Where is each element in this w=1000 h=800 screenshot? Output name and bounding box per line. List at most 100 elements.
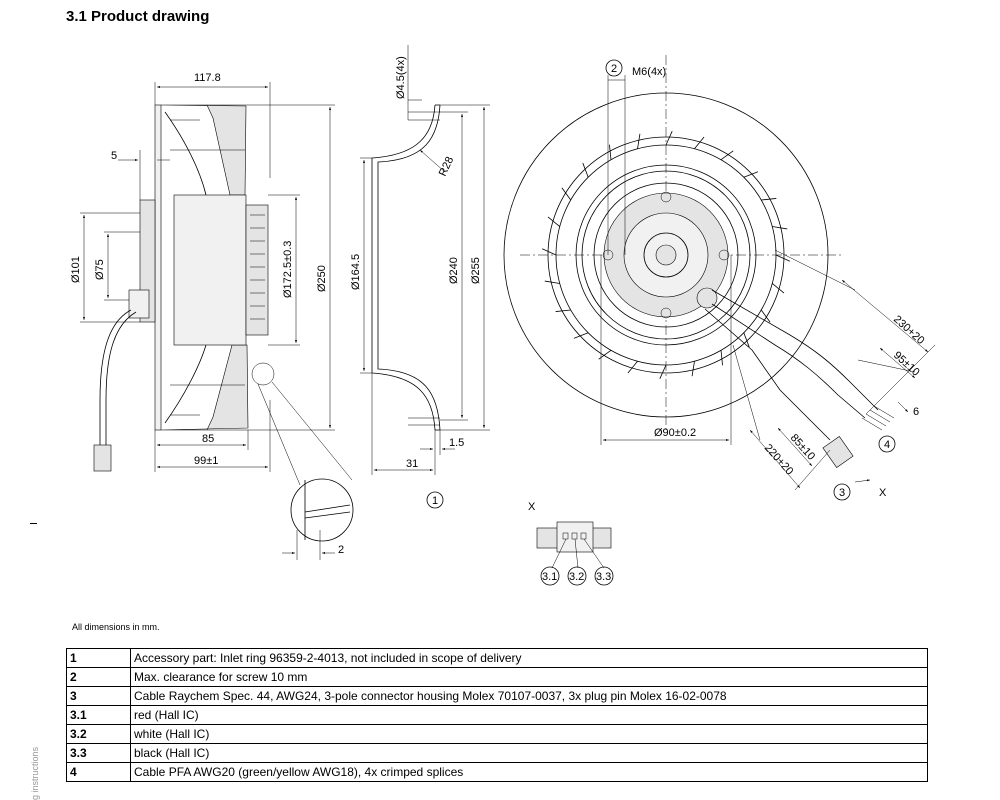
dim-r28: R28	[437, 155, 456, 178]
dim-230: 230+20	[891, 313, 927, 347]
blade-tick	[743, 171, 759, 178]
legend-text: Cable PFA AWG20 (green/yellow AWG18), 4x…	[130, 762, 928, 782]
connector-3	[822, 436, 854, 468]
callout-1: 1	[432, 495, 438, 507]
product-drawing: 117.8 5 Ø101	[70, 45, 936, 586]
blade-tick	[547, 216, 561, 227]
connector-label-x: X	[528, 501, 536, 513]
callout-3-circle	[833, 483, 851, 501]
blade-tick	[760, 309, 771, 323]
blade-tick	[720, 350, 723, 366]
impeller-blade-bottom	[160, 344, 249, 431]
legend-text: Max. clearance for screw 10 mm	[130, 667, 928, 687]
pin-3-1-circle	[540, 566, 560, 586]
legend-key: 3	[66, 686, 131, 706]
dim-m6: M6(4x)	[632, 66, 666, 78]
dim-d255: Ø255	[470, 257, 482, 284]
blade-tick	[582, 162, 589, 178]
legend-text: Accessory part: Inlet ring 96359-2-4013,…	[130, 648, 928, 668]
blade-tick	[720, 150, 734, 161]
impeller-backplate	[154, 104, 162, 431]
blade-tick	[561, 187, 572, 201]
cable-exit	[696, 287, 718, 309]
dim-31: 31	[406, 458, 418, 470]
dim-d90: Ø90±0.2	[654, 427, 696, 439]
pin-3-2: 3.2	[569, 571, 584, 583]
blade-tick	[743, 332, 750, 348]
dim-d75: Ø75	[94, 259, 106, 280]
legend-key: 2	[66, 667, 131, 687]
legend-text: red (Hall IC)	[130, 705, 928, 725]
detail-marker-circle	[251, 362, 275, 386]
dim-d240: Ø240	[448, 257, 460, 284]
dim-d164-5: Ø164.5	[350, 254, 362, 290]
blade-tick	[771, 283, 785, 294]
dim-117-8: 117.8	[194, 72, 221, 84]
legend-text: black (Hall IC)	[130, 743, 928, 763]
blade-tick	[665, 130, 673, 146]
blade-ring-circle	[547, 136, 785, 374]
blade-tick	[637, 133, 641, 149]
dim-5: 5	[111, 150, 117, 162]
pin-3-1: 3.1	[542, 571, 557, 583]
callout-4-circle	[878, 435, 896, 453]
blade-tick	[573, 332, 589, 339]
detail-dim-2: 2	[338, 544, 344, 556]
motor-stator-fins	[245, 204, 269, 336]
rotor-circle	[593, 182, 739, 328]
blade-tick	[691, 361, 695, 377]
side-note: g instructions	[30, 746, 40, 800]
dimensions-note: All dimensions in mm.	[72, 622, 160, 632]
dim-6: 6	[913, 406, 919, 418]
cable-4	[711, 303, 866, 419]
blade-tick	[544, 280, 560, 284]
outer-shroud-circle	[503, 92, 829, 418]
blade-tick	[598, 349, 612, 360]
blade-tick	[541, 248, 557, 256]
legend-key: 3.2	[66, 724, 131, 744]
pin-3-3: 3.3	[596, 571, 611, 583]
view-marker-x: X	[879, 487, 887, 499]
motor-rotor	[173, 194, 247, 346]
cable-gland	[128, 289, 150, 319]
pin-3-2-circle	[567, 566, 587, 586]
dim-d250: Ø250	[316, 265, 328, 292]
legend-key: 4	[66, 762, 131, 782]
callout-1-circle	[426, 491, 444, 509]
legend-key: 3.1	[66, 705, 131, 725]
dim-95: 95±10	[891, 349, 922, 378]
dim-d4-5: Ø4.5(4x)	[395, 56, 407, 99]
dim-85-front: 85±10	[788, 432, 817, 463]
legend-key: 3.3	[66, 743, 131, 763]
blade-tick	[775, 254, 791, 262]
dim-d172-5: Ø172.5±0.3	[282, 241, 294, 298]
callout-4: 4	[884, 439, 890, 451]
dim-d101: Ø101	[70, 256, 82, 283]
callout-2-circle	[605, 59, 623, 77]
legend-text: white (Hall IC)	[130, 724, 928, 744]
dim-85: 85	[202, 433, 214, 445]
inlet-ring-view: Ø4.5(4x) R28 Ø164.5 Ø240 Ø255 31 1.5 1	[350, 45, 490, 509]
margin-mark	[30, 523, 37, 524]
inlet-circle	[575, 164, 757, 346]
blade-tick	[772, 226, 788, 230]
side-cable	[99, 309, 132, 445]
callout-3: 3	[839, 487, 845, 499]
dim-99: 99±1	[194, 455, 218, 467]
blade-tick	[761, 198, 777, 201]
blade-tick	[627, 360, 638, 374]
callout-2: 2	[611, 63, 617, 75]
side-view: 117.8 5 Ø101	[70, 72, 354, 560]
inlet-ring-outline	[371, 104, 436, 431]
blade-tick	[609, 144, 612, 160]
legend-key: 1	[66, 648, 131, 668]
page-title: 3.1 Product drawing	[66, 8, 210, 25]
blade-tick	[555, 309, 571, 312]
